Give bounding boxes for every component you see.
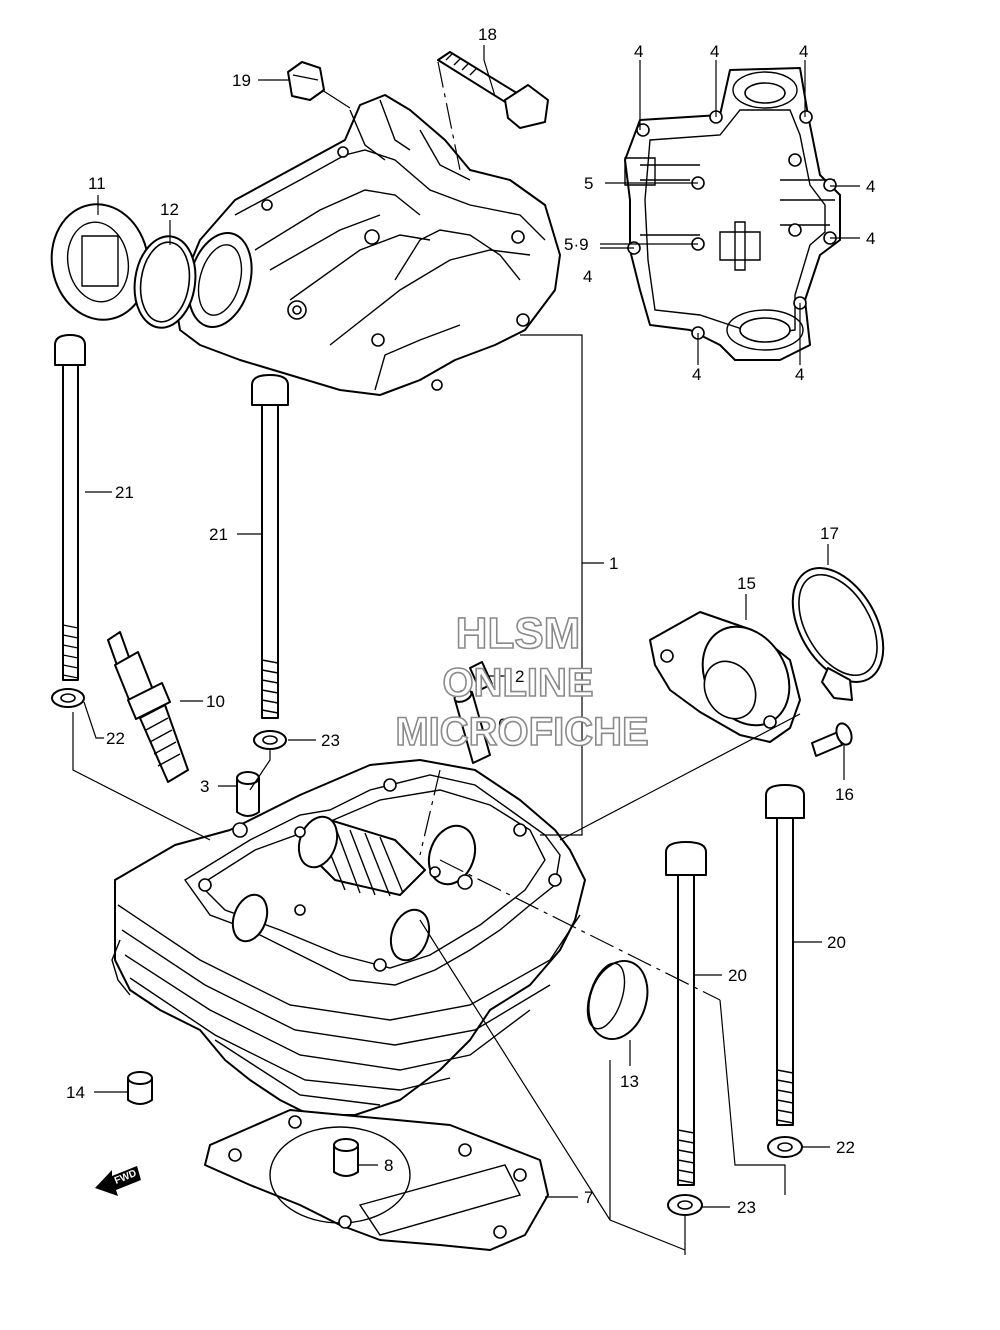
part-6-valve-guide: [453, 689, 491, 764]
callout-12: 12: [160, 200, 179, 219]
part-16-screw: [811, 722, 853, 757]
watermark-line-3: MICROFICHE: [395, 710, 648, 754]
callout-5-9: 5·9: [564, 235, 589, 254]
callout-11: 11: [88, 174, 106, 193]
callout-5: 5: [584, 174, 593, 193]
callout-10: 10: [206, 692, 225, 711]
watermark: HLSM ONLINE MICROFICHE: [395, 608, 650, 755]
callout-20a: 20: [827, 933, 846, 952]
watermark-line-1: HLSM: [456, 609, 581, 658]
callout-4a: 4: [634, 42, 643, 61]
cylinder-head-cover: [174, 94, 561, 396]
callout-4d: 4: [583, 267, 592, 286]
assembly-lines: [72, 61, 801, 1255]
callout-8: 8: [384, 1156, 393, 1175]
callout-6: 6: [498, 715, 507, 734]
part-18-bolt: [437, 51, 549, 129]
part-20-bolt-center: [665, 841, 707, 1186]
part-19-cap-nut: [287, 61, 325, 101]
part-7-cylinder-gasket: [204, 1109, 549, 1251]
part-10-spark-plug: [107, 631, 189, 783]
part-23-washer-center: [253, 730, 287, 750]
callout-16: 16: [835, 785, 854, 804]
part-8-dowel: [333, 1138, 359, 1177]
callout-19: 19: [232, 71, 251, 90]
part-21-bolt-center: [251, 374, 289, 719]
leader-lines: [83, 45, 860, 1208]
callout-21a: 21: [115, 483, 134, 502]
callout-14: 14: [66, 1083, 85, 1102]
callout-23a: 23: [321, 731, 340, 750]
callout-4c: 4: [799, 42, 808, 61]
callout-3: 3: [200, 777, 209, 796]
part-17-clamp: [791, 567, 885, 701]
part-11-cap: [50, 203, 150, 321]
callout-4g: 4: [692, 365, 701, 384]
fwd-arrow-icon: FWD: [95, 1166, 141, 1196]
callout-1: 1: [609, 554, 618, 573]
callout-23b: 23: [737, 1198, 756, 1217]
part-20-bolt-right: [765, 784, 805, 1126]
callout-20b: 20: [728, 966, 747, 985]
part-13-cap: [586, 959, 649, 1041]
part-14-dowel: [127, 1071, 153, 1105]
callout-15: 15: [737, 574, 756, 593]
callout-13: 13: [620, 1072, 639, 1091]
callout-4b: 4: [710, 42, 719, 61]
part-2-plug: [469, 661, 493, 691]
callout-4h: 4: [795, 365, 804, 384]
callout-4e: 4: [866, 177, 875, 196]
callout-7: 7: [584, 1188, 593, 1207]
part-23-washer-bottom: [667, 1194, 703, 1216]
callout-18: 18: [478, 25, 497, 44]
callout-21b: 21: [209, 525, 228, 544]
callout-22a: 22: [106, 729, 125, 748]
part-12-o-ring: [133, 235, 197, 329]
callout-labels: 18 19 11 12 4 4 4 5 5·9 4 4 4 4 4 21 21 …: [66, 25, 875, 1217]
callout-17: 17: [820, 524, 839, 543]
part-15-intake-pipe: [649, 611, 801, 743]
part-22-washer-right: [767, 1136, 803, 1158]
part-21-bolt-left: [54, 334, 86, 681]
part-22-washer-left: [51, 688, 85, 708]
cover-gasket-plate: [624, 67, 841, 361]
cylinder-head: [111, 759, 586, 1116]
part-3-dowel: [236, 771, 260, 817]
watermark-line-2: ONLINE: [442, 661, 593, 705]
callout-4f: 4: [866, 229, 875, 248]
callout-22b: 22: [836, 1138, 855, 1157]
callout-2: 2: [515, 667, 524, 686]
